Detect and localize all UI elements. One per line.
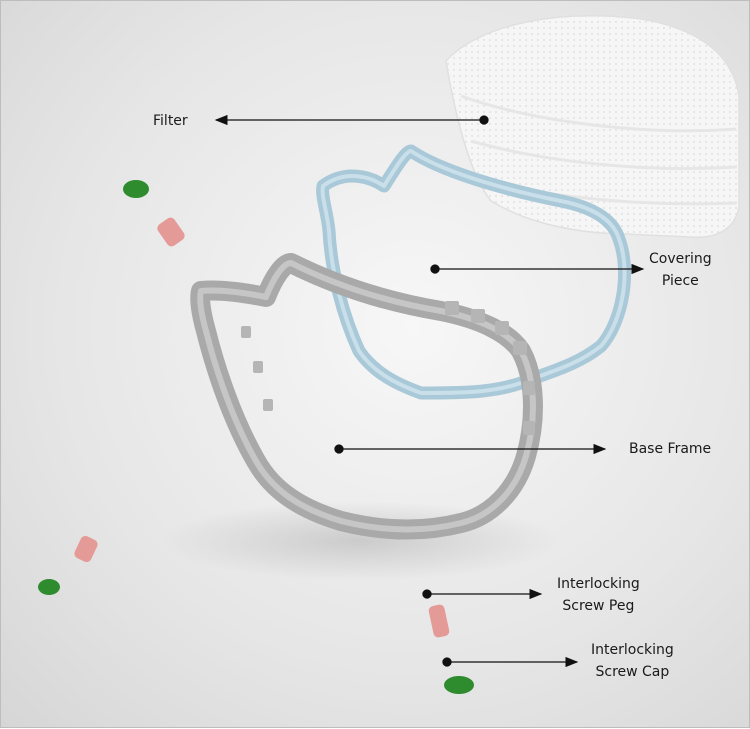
screw-peg-part [157,217,185,247]
screw-cap-part [38,579,60,595]
base-frame-label-text: Base Frame [629,441,712,457]
screw-cap-leader-dot [442,657,452,667]
screw-peg-label: Interlocking Screw Peg [557,573,640,617]
covering-piece-label: Covering Piece [649,248,712,292]
screw-peg-leader-dot [422,589,432,599]
base-frame-label: Base Frame [629,438,711,460]
filter-label: Filter [153,110,188,132]
screw-cap-part [123,180,149,198]
screw-cap-label: Interlocking Screw Cap [591,639,674,683]
filter-leader-dot [479,115,489,125]
base-frame-part [190,253,543,540]
screw-cap-label-line2: Screw Cap [595,664,670,680]
screw-peg-label-line2: Screw Peg [562,598,635,614]
covering-piece-part [316,144,631,400]
filter-label-text: Filter [153,113,188,129]
screw-cap-part [444,676,474,694]
covering-piece-leader-dot [430,264,440,274]
screw-cap-label-line1: Interlocking [591,642,674,658]
covering-piece-label-line1: Covering [649,251,712,267]
filter-part [445,15,740,238]
screw-peg-part [428,604,450,638]
covering-piece-label-line2: Piece [661,273,699,289]
screw-peg-label-line1: Interlocking [557,576,640,592]
screw-peg-part [74,535,98,563]
base-frame-leader-dot [334,444,344,454]
